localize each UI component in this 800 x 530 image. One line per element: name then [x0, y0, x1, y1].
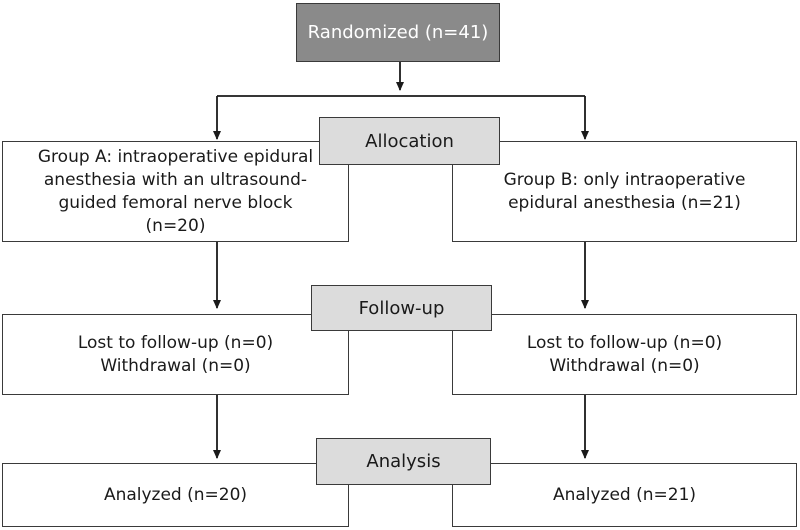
group-a-allocation-text: Group A: intraoperative epidural anesthe… [37, 146, 314, 236]
group-a-followup-box: Lost to follow-up (n=0) Withdrawal (n=0) [2, 314, 349, 395]
group-a-analysis-text: Analyzed (n=20) [103, 484, 248, 505]
randomized-box: Randomized (n=41) [296, 3, 500, 62]
group-b-followup-box: Lost to follow-up (n=0) Withdrawal (n=0) [452, 314, 797, 395]
group-b-allocation-text: Group B: only intraoperative epidural an… [503, 169, 746, 213]
group-a-allocation-box: Group A: intraoperative epidural anesthe… [2, 141, 349, 242]
group-a-followup-text: Lost to follow-up (n=0) Withdrawal (n=0) [77, 332, 274, 376]
randomized-label: Randomized (n=41) [307, 22, 489, 43]
group-b-allocation-box: Group B: only intraoperative epidural an… [452, 141, 797, 242]
group-a-analysis-box: Analyzed (n=20) [2, 463, 349, 527]
analysis-stage-text: Analysis [366, 451, 441, 472]
group-b-analysis-box: Analyzed (n=21) [452, 463, 797, 527]
followup-stage-text: Follow-up [358, 297, 445, 319]
allocation-stage-text: Allocation [365, 130, 454, 152]
allocation-stage-label: Allocation [319, 117, 500, 165]
group-b-followup-text: Lost to follow-up (n=0) Withdrawal (n=0) [526, 332, 723, 376]
group-b-analysis-text: Analyzed (n=21) [552, 484, 697, 505]
analysis-stage-label: Analysis [316, 438, 491, 485]
followup-stage-label: Follow-up [311, 285, 492, 331]
